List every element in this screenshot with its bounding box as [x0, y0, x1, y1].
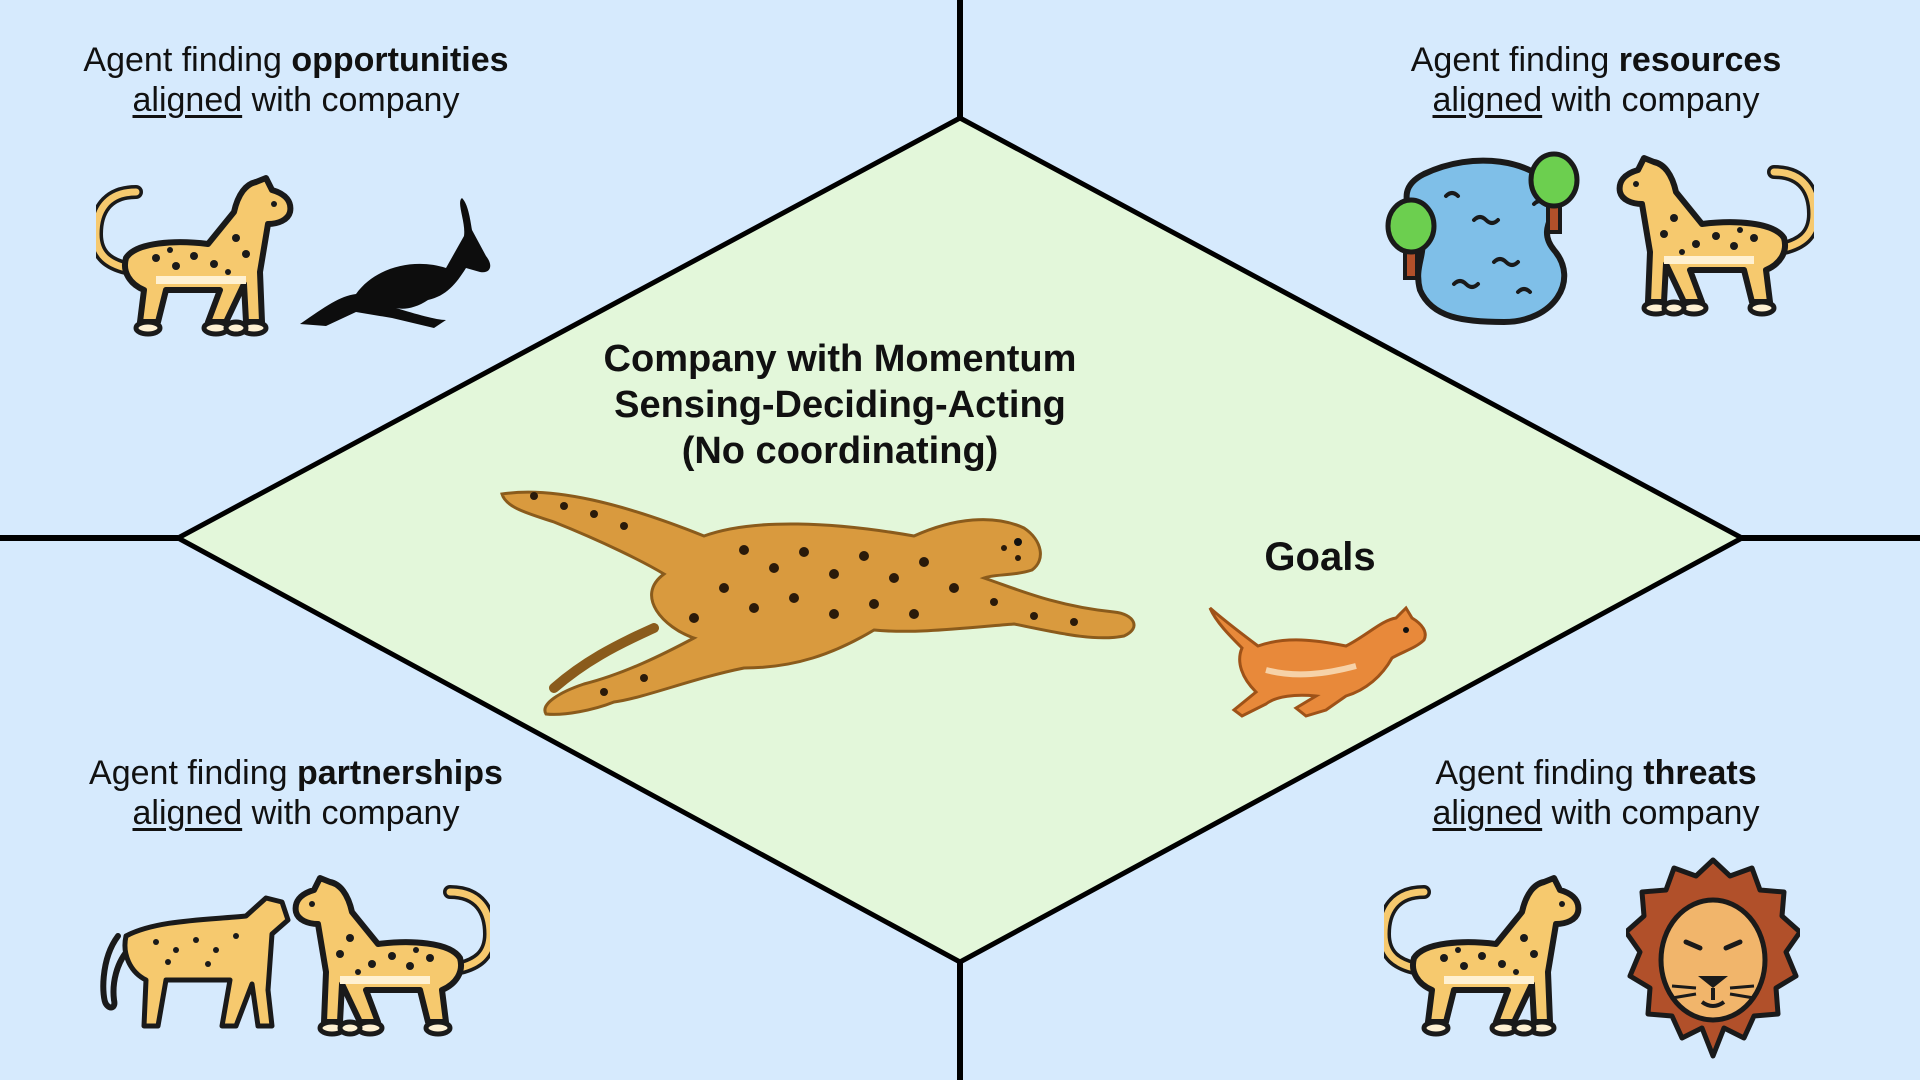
- cheetah-icon: [1614, 152, 1814, 332]
- cheetah-icon: [290, 872, 490, 1052]
- label-opportunities: Agent finding opportunities aligned with…: [16, 40, 576, 120]
- label-keyword: partnerships: [296, 754, 503, 792]
- goals-label: Goals: [1264, 535, 1376, 579]
- center-title-line-3: (No coordinating): [681, 430, 999, 472]
- label-keyword: opportunities: [291, 41, 509, 79]
- tree-icon: [1528, 151, 1580, 234]
- center-title-line-2: Sensing-Deciding-Acting: [614, 384, 1066, 426]
- fleeing-gazelle-image: [1208, 605, 1427, 718]
- lion-face-icon: [1626, 857, 1800, 1059]
- label-suffix: with company: [242, 81, 460, 119]
- tree-icon: [1385, 197, 1437, 280]
- label-partnerships: Agent finding partnerships aligned with …: [16, 753, 576, 833]
- label-suffix: with company: [1542, 81, 1760, 119]
- running-cheetah-image: [500, 490, 1136, 716]
- center-title: Company with Momentum Sensing-Deciding-A…: [460, 336, 1220, 474]
- label-underlined: aligned: [132, 81, 243, 119]
- label-keyword: resources: [1618, 41, 1782, 79]
- label-keyword: threats: [1643, 754, 1757, 792]
- label-underlined: aligned: [1432, 794, 1543, 832]
- label-prefix: Agent finding: [1435, 754, 1644, 792]
- label-resources: Agent finding resources aligned with com…: [1316, 40, 1876, 120]
- label-underlined: aligned: [1432, 81, 1543, 119]
- center-title-line-1: Company with Momentum: [603, 338, 1077, 380]
- label-prefix: Agent finding: [1410, 41, 1619, 79]
- cheetah-icon: [96, 172, 296, 352]
- label-suffix: with company: [1542, 794, 1760, 832]
- antelope-silhouette-icon: [300, 198, 491, 328]
- cheetah-icon: [100, 895, 291, 1029]
- cheetah-icon: [1384, 872, 1584, 1052]
- label-prefix: Agent finding: [89, 754, 297, 792]
- label-suffix: with company: [242, 794, 460, 832]
- label-prefix: Agent finding: [83, 41, 292, 79]
- label-threats: Agent finding threats aligned with compa…: [1316, 753, 1876, 833]
- label-underlined: aligned: [132, 794, 243, 832]
